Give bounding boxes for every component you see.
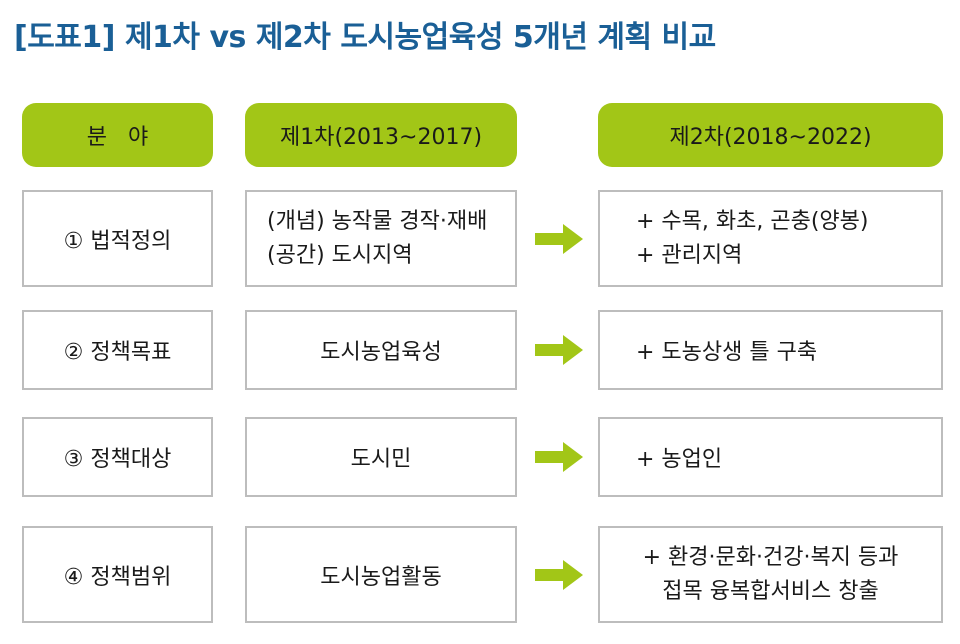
right-arrow-icon — [535, 335, 583, 365]
row-1-first-line-1: (개념) 농작물 경작·재배 — [267, 208, 488, 234]
row-2-first: 도시농업육성 — [245, 310, 517, 390]
row-4-first-text: 도시농업활동 — [320, 564, 442, 590]
row-2-first-text: 도시농업육성 — [320, 340, 442, 365]
row-1-first: (개념) 농작물 경작·재배 (공간) 도시지역 — [245, 190, 517, 287]
row-2-field: ② 정책목표 — [22, 310, 213, 390]
row-4-field: ④ 정책범위 — [22, 526, 213, 623]
row-1-second: + 수목, 화초, 곤충(양봉) + 관리지역 — [598, 190, 943, 287]
header-first-plan: 제1차(2013~2017) — [245, 103, 517, 167]
right-arrow-icon — [535, 224, 583, 254]
row-3-first-text: 도시민 — [350, 447, 412, 472]
row-2-second: + 도농상생 틀 구축 — [598, 310, 943, 390]
row-4-second-line-1: + 환경·문화·건강·복지 등과 — [642, 544, 899, 570]
right-arrow-icon — [535, 442, 583, 472]
row-4-second: + 환경·문화·건강·복지 등과 접목 융복합서비스 창출 — [598, 526, 943, 623]
row-4-second-line-2: 접목 융복합서비스 창출 — [662, 578, 879, 604]
row-3-second: + 농업인 — [598, 417, 943, 497]
right-arrow-icon — [535, 560, 583, 590]
row-4-first: 도시농업활동 — [245, 526, 517, 623]
page-title: [도표1] 제1차 vs 제2차 도시농업육성 5개년 계획 비교 — [14, 20, 716, 55]
row-3-field-label: ③ 정책대상 — [63, 447, 172, 472]
row-1-first-line-2: (공간) 도시지역 — [267, 242, 413, 268]
row-2-second-text: + 도농상생 틀 구축 — [636, 340, 818, 365]
row-3-field: ③ 정책대상 — [22, 417, 213, 497]
row-1-field: ① 법적정의 — [22, 190, 213, 287]
row-1-second-line-2: + 관리지역 — [636, 242, 743, 268]
row-2-field-label: ② 정책목표 — [63, 340, 172, 365]
row-4-field-label: ④ 정책범위 — [63, 564, 172, 590]
row-1-second-line-1: + 수목, 화초, 곤충(양봉) — [636, 208, 869, 234]
header-second-plan: 제2차(2018~2022) — [598, 103, 943, 167]
row-1-field-label: ① 법적정의 — [63, 228, 172, 254]
header-field: 분 야 — [22, 103, 213, 167]
row-3-first: 도시민 — [245, 417, 517, 497]
row-3-second-text: + 농업인 — [636, 447, 723, 472]
